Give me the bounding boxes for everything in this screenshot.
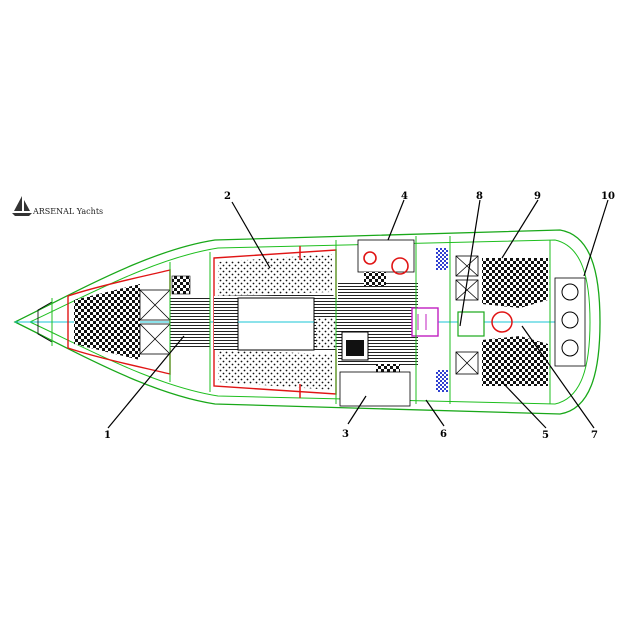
callout-9: 9	[534, 191, 541, 202]
callout-8: 8	[476, 191, 483, 202]
callout-2: 2	[224, 191, 231, 202]
lazarette	[554, 277, 586, 367]
saloon	[213, 240, 338, 404]
callout-labels: 1 2 3 4 5 6 7 8 9 10	[104, 191, 615, 441]
leader-lines	[107, 199, 609, 429]
callout-4: 4	[401, 191, 408, 202]
brand-name: ARSENAL Yachts	[32, 207, 103, 216]
callout-3: 3	[342, 429, 349, 440]
callout-7: 7	[591, 430, 598, 441]
sailboat-icon	[12, 196, 32, 216]
aft-cabins	[455, 240, 551, 404]
forward-cabin	[37, 252, 211, 392]
callout-5: 5	[542, 430, 549, 441]
midships	[338, 236, 485, 407]
callout-10: 10	[601, 191, 615, 202]
callout-6: 6	[440, 429, 447, 440]
callout-1: 1	[104, 430, 111, 441]
arsenal-yachts-logo: ARSENAL Yachts	[12, 196, 103, 216]
